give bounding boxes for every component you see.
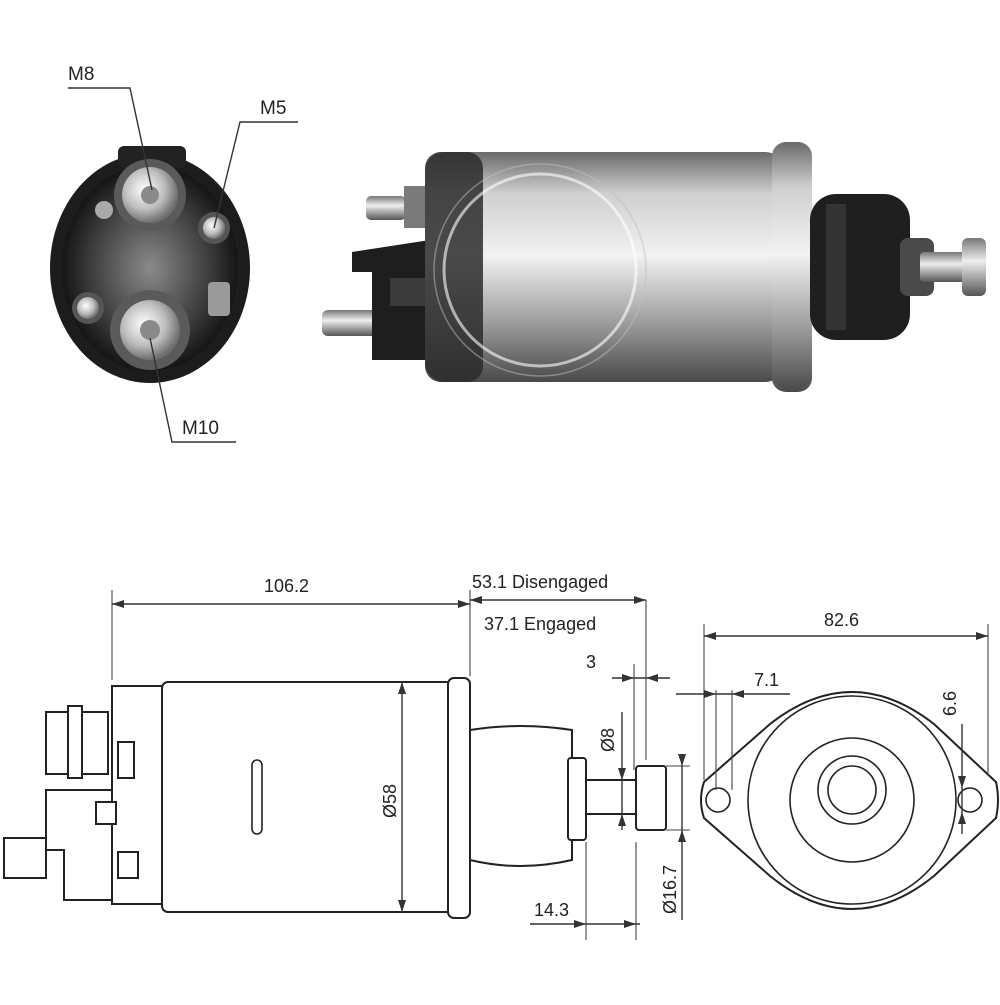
end-view-photo: [50, 146, 250, 383]
m5-leader: [213, 121, 298, 229]
m10-leader: [149, 337, 236, 443]
dim-gap: 3: [586, 652, 596, 672]
dim-engaged: 37.1 Engaged: [484, 614, 596, 634]
m5-label: M5: [260, 98, 286, 119]
dim-disengaged: 53.1 Disengaged: [472, 572, 608, 592]
dim-head-dia: Ø16.7: [660, 865, 680, 914]
rubber-boot: [810, 194, 910, 340]
drawing-body: [161, 681, 459, 913]
dim-hole-dia: 6.6: [940, 691, 960, 716]
m8-leader: [68, 87, 153, 191]
mount-hole-left: [705, 787, 731, 813]
side-technical-drawing: [3, 677, 667, 919]
flange: [772, 142, 812, 392]
dim-overall-length: 106.2: [264, 576, 309, 596]
plunger: [920, 252, 968, 282]
solenoid-can: [425, 152, 785, 382]
dim-offset: 14.3: [534, 900, 569, 920]
dim-body-dia: Ø58: [380, 784, 400, 818]
side-view-photo: [322, 142, 986, 392]
m10-label: M10: [182, 418, 219, 439]
mount-hole-right: [957, 787, 983, 813]
front-technical-drawing: [700, 691, 999, 910]
m8-label: M8: [68, 64, 94, 85]
dim-hole-offset: 7.1: [754, 670, 779, 690]
dim-flange-width: 82.6: [824, 610, 859, 630]
dim-plunger-dia: Ø8: [598, 728, 618, 752]
